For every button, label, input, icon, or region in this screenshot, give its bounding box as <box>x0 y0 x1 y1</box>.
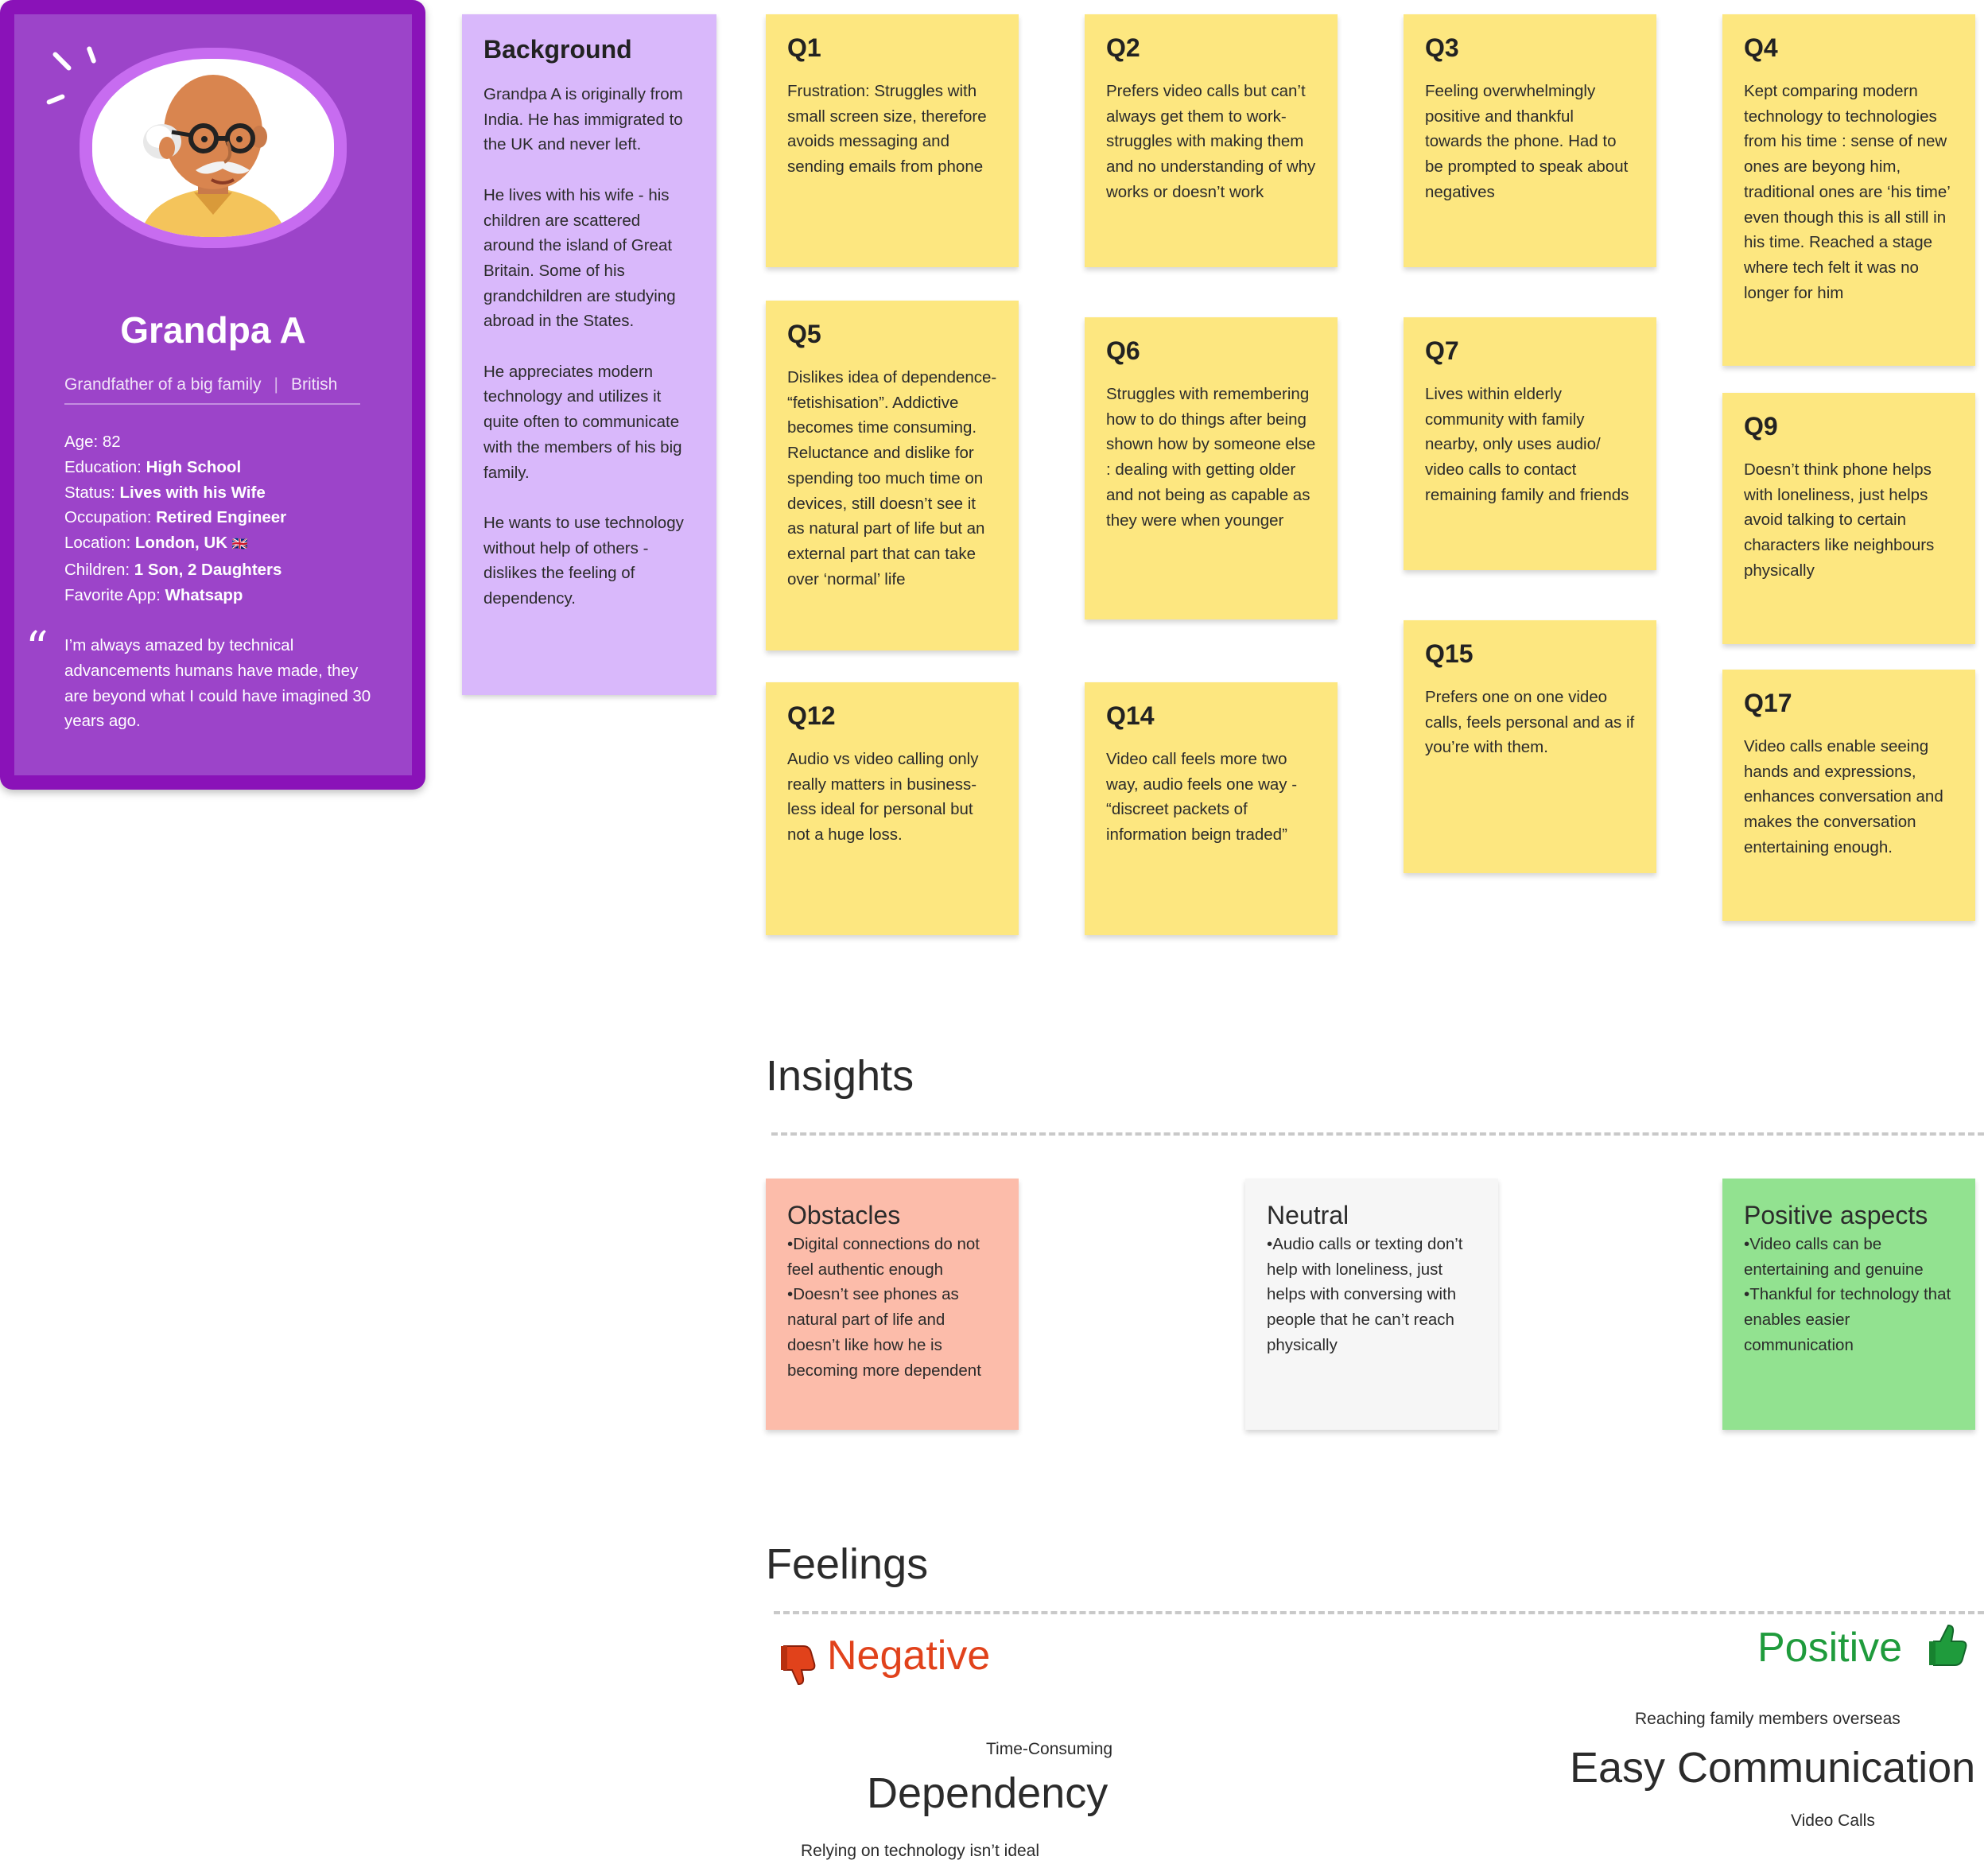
sticky-note-q17: Q17 Video calls enable seeing hands and … <box>1722 670 1975 921</box>
fact-children: Children: 1 Son, 2 Daughters <box>64 560 282 579</box>
sticky-note-q7: Q7 Lives within elderly community with f… <box>1404 317 1656 570</box>
feelings-heading: Feelings <box>766 1540 929 1588</box>
divider <box>64 403 360 405</box>
divider <box>774 1611 1984 1614</box>
sticky-note-q14: Q14 Video call feels more two way, audio… <box>1085 682 1338 935</box>
negative-tag-top: Time-Consuming <box>986 1740 1113 1758</box>
quote-icon: “ <box>25 623 49 674</box>
negative-tag-bottom: Relying on technology isn’t ideal <box>801 1842 1040 1860</box>
positive-tag-top: Reaching family members overseas <box>1635 1710 1901 1728</box>
sticky-note-q6: Q6 Struggles with remembering how to do … <box>1085 317 1338 619</box>
insight-obstacles: Obstacles Digital connections do not fee… <box>766 1179 1019 1430</box>
background-note: Background Grandpa A is originally from … <box>462 14 716 695</box>
sticky-note-q5: Q5 Dislikes idea of dependence- “fetishi… <box>766 301 1019 650</box>
sticky-note-q2: Q2 Prefers video calls but can’t always … <box>1085 14 1338 267</box>
fact-status: Status: Lives with his Wife <box>64 483 266 502</box>
persona-subtitle: Grandfather of a big family|British <box>64 375 338 394</box>
uk-flag-icon: 🇬🇧 <box>231 538 248 552</box>
sticky-note-q3: Q3 Feeling overwhelmingly positive and t… <box>1404 14 1656 267</box>
grandpa-avatar-icon <box>140 75 286 237</box>
avatar <box>80 48 347 248</box>
fact-occupation: Occupation: Retired Engineer <box>64 508 287 527</box>
positive-tag-bottom: Video Calls <box>1791 1812 1875 1830</box>
persona-facts: Age: 82 Education: High School Status: L… <box>64 429 286 608</box>
divider <box>771 1132 1984 1136</box>
persona-name: Grandpa A <box>120 309 306 351</box>
persona-quote: I’m always amazed by technical advanceme… <box>64 636 371 731</box>
sticky-note-q12: Q12 Audio vs video calling only really m… <box>766 682 1019 935</box>
thumbs-up-icon <box>1929 1624 1967 1666</box>
insight-positive: Positive aspects Video calls can be ente… <box>1722 1179 1975 1430</box>
insight-neutral: Neutral Audio calls or texting don’t hel… <box>1245 1179 1498 1430</box>
persona-card-body: Grandpa A Grandfather of a big family|Br… <box>14 14 412 775</box>
insights-heading: Insights <box>766 1052 914 1100</box>
fact-age: Age: 82 <box>64 433 121 451</box>
negative-label: Negative <box>827 1633 991 1679</box>
positive-label: Positive <box>1757 1625 1903 1671</box>
positive-tag-main: Easy Communication <box>1570 1744 1976 1792</box>
persona-nationality: British <box>290 375 338 394</box>
persona-role: Grandfather of a big family <box>64 375 262 394</box>
fact-favorite-app: Favorite App: Whatsapp <box>64 585 243 604</box>
sticky-note-q9: Q9 Doesn’t think phone helps with loneli… <box>1722 393 1975 644</box>
negative-tag-main: Dependency <box>867 1769 1109 1817</box>
sticky-note-q15: Q15 Prefers one on one video calls, feel… <box>1404 620 1656 873</box>
sparkle-icon <box>86 45 97 64</box>
sticky-note-q4: Q4 Kept comparing modern technology to t… <box>1722 14 1975 366</box>
sparkle-icon <box>45 93 66 106</box>
fact-location: Location: London, UK 🇬🇧 <box>64 534 248 553</box>
background-title: Background <box>483 35 632 64</box>
sticky-note-q1: Q1 Frustration: Struggles with small scr… <box>766 14 1019 267</box>
sparkle-icon <box>52 51 72 72</box>
thumbs-down-icon <box>781 1645 816 1686</box>
background-text: Grandpa A is originally from India. He h… <box>483 85 684 608</box>
persona-card: Grandpa A Grandfather of a big family|Br… <box>0 0 425 790</box>
fact-education: Education: High School <box>64 457 242 476</box>
